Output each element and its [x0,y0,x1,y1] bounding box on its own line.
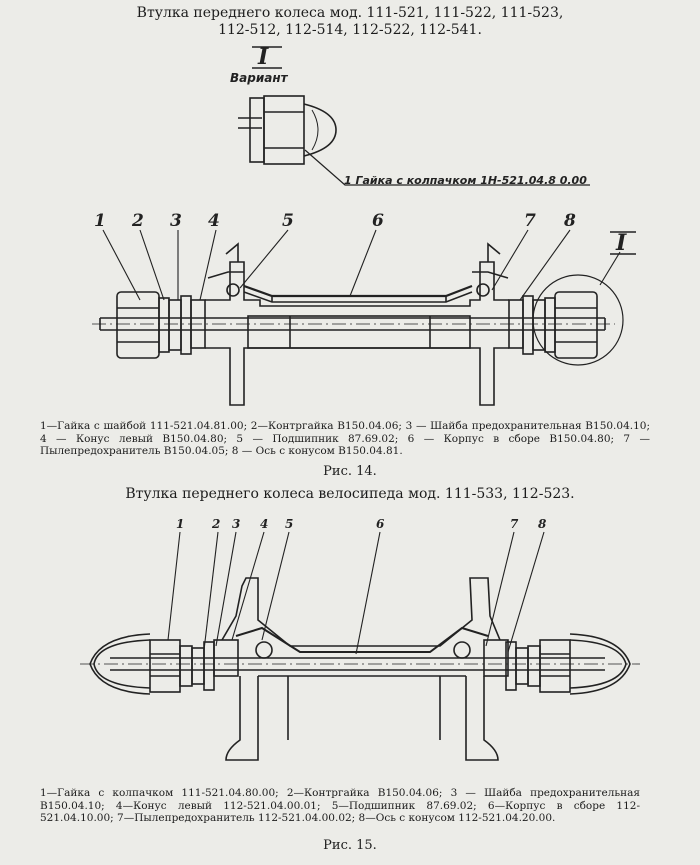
fig14-label-3: 3 [170,211,182,231]
fig15-label-5: 5 [285,517,293,531]
fig14-drawing: I Вариант 1 Гайка с колпачком 1Н-521.04.… [92,44,636,406]
fig14-label-1: 1 [94,211,106,231]
fig15-label-8: 8 [538,517,547,531]
variant-cap-nut-detail [238,95,337,165]
variant-numeral: I [257,44,269,70]
fig14-title-line1: Втулка переднего колеса мод. 111-521, 11… [136,5,564,21]
fig14-label-8: 8 [563,211,576,231]
fig15-leaders [167,531,545,655]
fig15-axle [80,657,640,671]
fig15-label-2: 2 [211,517,220,531]
fig15-hub-body [213,577,509,761]
fig14-label-6: 6 [372,211,384,231]
fig15-label-7: 7 [510,517,519,531]
fig14-callout-numeral: I [615,230,627,256]
fig14-caption: 1—Гайка с шайбой 111-521.04.81.00; 2—Кон… [40,420,650,457]
fig14-label-7: 7 [524,211,536,231]
fig15-label: Рис. 15. [323,838,377,853]
fig15-label-1: 1 [176,517,184,531]
variant-word: Вариант [230,71,289,85]
fig14-title: Втулка переднего колеса мод. 111-521, 11… [0,5,700,39]
fig14-label-2: 2 [131,211,144,231]
fig14-left-nut [116,291,192,359]
fig15-title: Втулка переднего колеса велосипеда мод. … [125,486,575,502]
variant-note: 1 Гайка с колпачком 1Н-521.04.8 0.00 [344,174,587,187]
fig14-leaders [102,229,621,301]
fig15-caption: 1—Гайка с колпачком 111-521.04.80.00; 2—… [40,787,640,824]
fig15-label-6: 6 [376,517,385,531]
fig14-label: Рис. 14. [323,464,377,479]
fig15-label-4: 4 [260,517,268,531]
fig14-title-line2: 112-512, 112-514, 112-522, 112-541. [218,22,482,38]
fig15-label-3: 3 [232,517,240,531]
fig14-hub-body [190,242,524,406]
fig14-label-4: 4 [208,211,220,231]
fig14-label-5: 5 [282,211,294,231]
fig15-right-cap-nut [505,633,631,695]
fig14-axle [92,317,615,331]
